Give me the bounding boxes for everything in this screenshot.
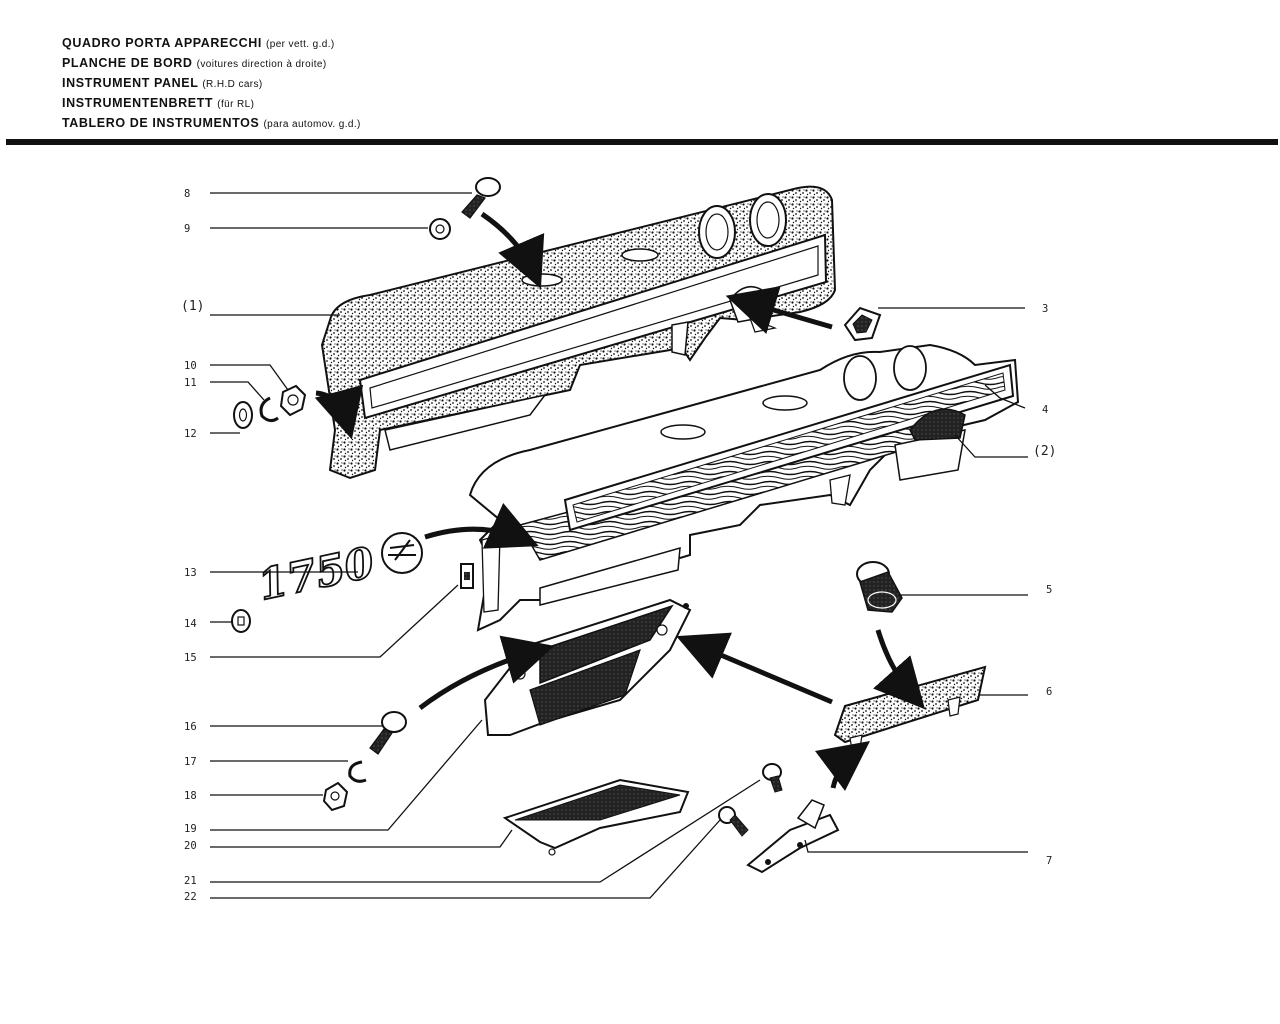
callout-9: 9 (184, 223, 190, 235)
padded-dashboard-top (320, 185, 837, 480)
leader-lines (210, 192, 1028, 899)
clip-15 (460, 563, 474, 589)
callout-4: 4 (1042, 404, 1048, 416)
washer-12 (233, 401, 253, 429)
callout-7: 7 (1046, 855, 1052, 867)
callout-1: (1) (181, 299, 204, 314)
assembly-arrows (314, 211, 925, 792)
title-line-en: INSTRUMENT PANEL (R.H.D cars) (62, 76, 263, 90)
callout-18: 18 (184, 790, 197, 802)
screw-22 (718, 806, 749, 837)
grommet-3 (843, 306, 882, 342)
callout-6: 6 (1046, 686, 1052, 698)
spring-washer-17 (348, 760, 367, 783)
nut-18 (322, 781, 349, 812)
callout-3: 3 (1042, 303, 1048, 315)
callout-2: (2) (1033, 444, 1056, 459)
callout-20: 20 (184, 840, 197, 852)
title-line-fr: PLANCHE DE BORD (voitures direction à dr… (62, 56, 327, 70)
svg-text:1750: 1750 (254, 538, 379, 610)
nut-10 (279, 384, 307, 417)
screw-21 (762, 763, 783, 793)
lower-tray (502, 778, 690, 856)
screw-8 (461, 177, 501, 219)
lock-knob-5 (856, 561, 903, 613)
hinge (746, 799, 840, 874)
callout-17: 17 (184, 756, 197, 768)
callout-19: 19 (184, 823, 197, 835)
callout-11: 11 (184, 377, 197, 389)
title-line-de: INSTRUMENTENBRETT (für RL) (62, 96, 255, 110)
callout-10: 10 (184, 360, 197, 372)
title-line-es: TABLERO DE INSTRUMENTOS (para automov. g… (62, 116, 361, 130)
callout-12: 12 (184, 428, 197, 440)
callout-16: 16 (184, 721, 197, 733)
callout-14: 14 (184, 618, 197, 630)
callout-21: 21 (184, 875, 197, 887)
spring-washer-11 (259, 396, 279, 423)
title-block: QUADRO PORTA APPARECCHI (per vett. g.d.)… (62, 34, 361, 134)
glovebox-tray (483, 598, 692, 736)
glovebox-lid (833, 665, 987, 751)
callout-8: 8 (184, 188, 190, 200)
callout-5: 5 (1046, 584, 1052, 596)
callout-13: 13 (184, 567, 197, 579)
header-rule (6, 139, 1278, 145)
clip-14 (231, 609, 251, 633)
wood-trim-dashboard (468, 343, 1020, 632)
callout-15: 15 (184, 652, 197, 664)
callout-labels: 8 9 (1) 10 11 12 3 4 (2) 13 14 15 5 6 16… (181, 188, 1056, 903)
title-line-it: QUADRO PORTA APPARECCHI (per vett. g.d.) (62, 36, 335, 50)
screw-16 (369, 711, 407, 755)
callout-22: 22 (184, 891, 197, 903)
washer-9 (429, 218, 451, 240)
